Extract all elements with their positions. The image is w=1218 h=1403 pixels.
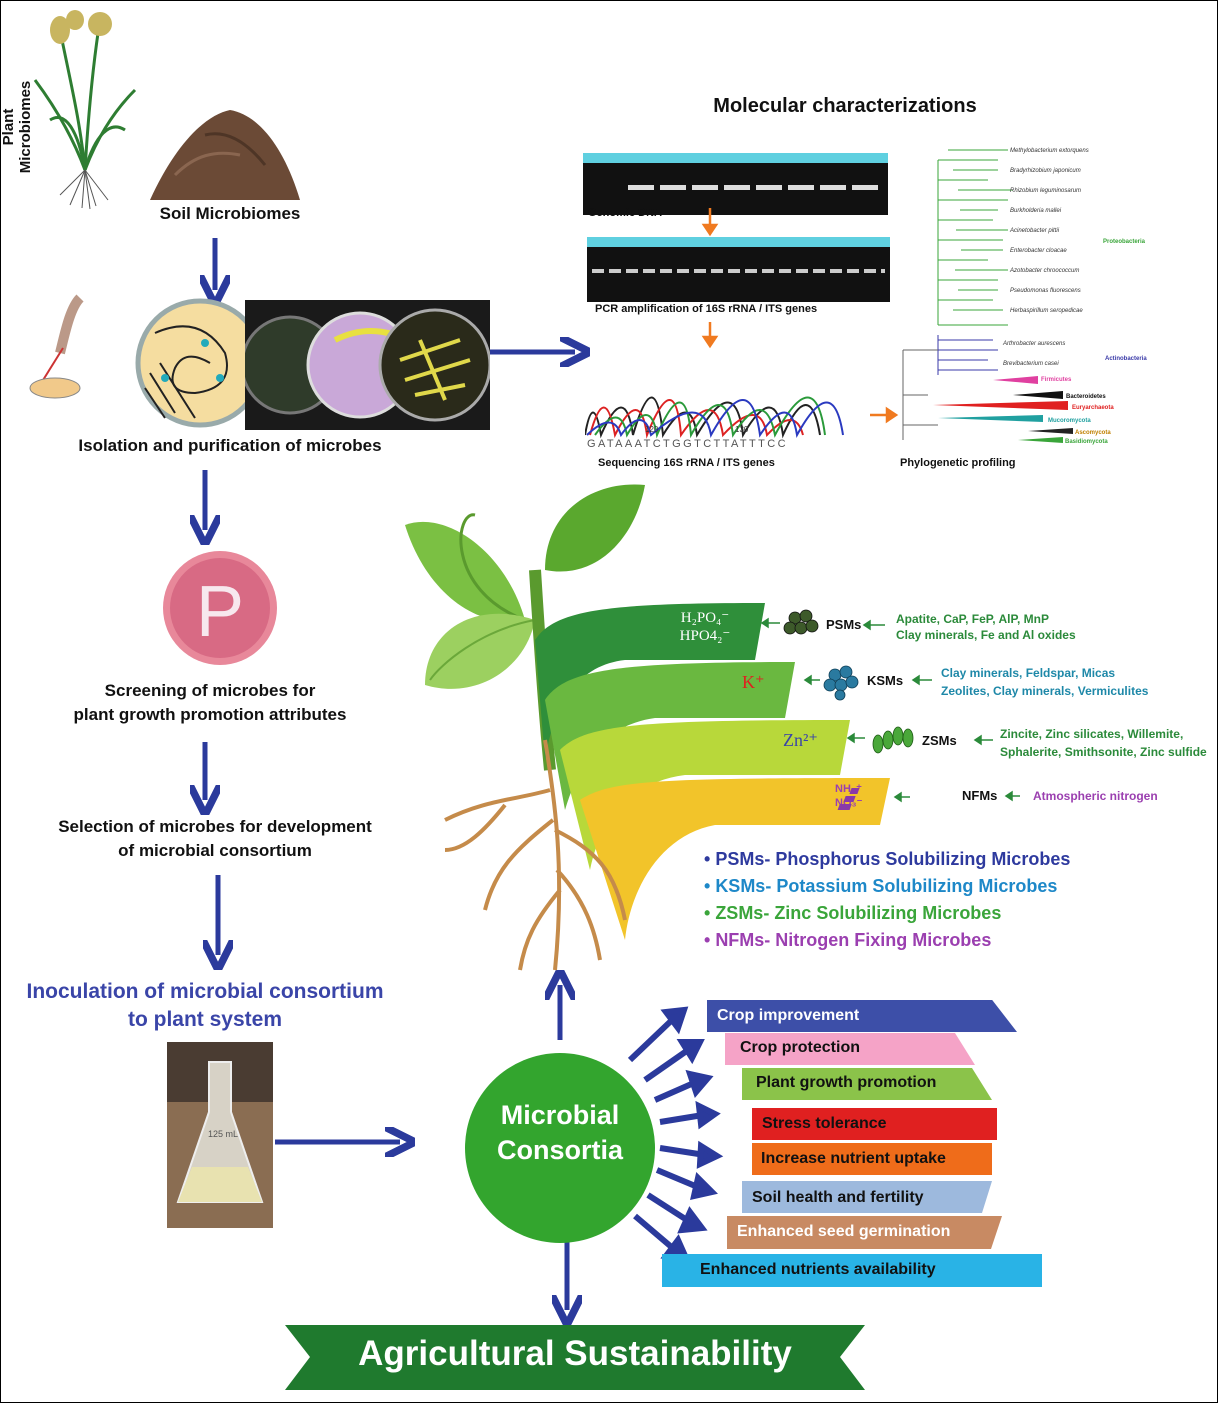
sustainability-banner-shape xyxy=(285,1325,865,1390)
petri-dish-photos xyxy=(245,300,490,430)
plant-roots xyxy=(444,739,627,971)
isolation-label: Isolation and purification of microbes xyxy=(78,436,382,455)
legend-ksm: • KSMs- Potassium Solubilizing Microbes xyxy=(704,876,1058,896)
ion-ksm: K⁺ xyxy=(742,672,765,692)
sequence-text: GATAAATCTGGTCTTATTTCC xyxy=(587,438,788,450)
pcr-gel xyxy=(587,237,890,302)
phylogenetic-tree: Methylobacterium extorquens Bradyrhizobi… xyxy=(902,148,1147,445)
inoculation-label: Inoculation of microbial consortium to p… xyxy=(5,978,405,1034)
benefit-crop-protection: Crop protection xyxy=(725,1033,975,1065)
screening-plate: P xyxy=(163,551,277,665)
svg-text:Burkholderia mallei: Burkholderia mallei xyxy=(1010,208,1062,214)
psm-cluster xyxy=(783,609,819,635)
leaf-right xyxy=(545,484,645,572)
microbe-zsm-label: ZSMs xyxy=(922,733,957,748)
ion-zsm: Zn²⁺ xyxy=(783,730,818,750)
legend-zsm: • ZSMs- Zinc Solubilizing Microbes xyxy=(704,903,1002,923)
microbe-nfm-label: NFMs xyxy=(962,788,998,803)
svg-text:Herbaspirillum seropedicae: Herbaspirillum seropedicae xyxy=(1010,308,1083,314)
ksm-cluster xyxy=(823,665,859,701)
microbe-ksm-label: KSMs xyxy=(867,673,904,688)
benefits-stack: Crop improvement Crop protection Plant g… xyxy=(652,998,1047,1288)
microbe-legend: • PSMs- Phosphorus Solubilizing Microbes… xyxy=(704,846,1070,954)
consortia-label: Microbial Consortia xyxy=(496,1100,623,1165)
legend-psm: • PSMs- Phosphorus Solubilizing Microbes xyxy=(704,849,1071,869)
svg-text:Mucoromycota: Mucoromycota xyxy=(1048,418,1091,424)
screening-label: Screening of microbes for plant growth p… xyxy=(40,679,380,727)
selection-line1: Selection of microbes for development xyxy=(58,817,372,836)
leaf-lower xyxy=(425,613,535,689)
phylogenetic-label: Phylogenetic profiling xyxy=(900,457,1016,469)
sustainability-banner-text: Agricultural Sustainability xyxy=(358,1334,792,1373)
svg-text:Bradyrhizobium japonicum: Bradyrhizobium japonicum xyxy=(1010,168,1081,174)
flask-photo: 125 mL xyxy=(167,1042,273,1228)
screening-line1: Screening of microbes for xyxy=(104,681,316,700)
svg-text:Ascomycota: Ascomycota xyxy=(1075,430,1111,436)
ion-psm: H₂PO₄⁻ HPO4₂⁻ xyxy=(679,610,731,644)
pcr-label: PCR amplification of 16S rRNA / ITS gene… xyxy=(595,303,818,315)
svg-text:Pseudomonas fluorescens: Pseudomonas fluorescens xyxy=(1010,288,1081,294)
microbe-icons xyxy=(760,609,914,810)
benefit-stress-tolerance: Stress tolerance xyxy=(752,1108,997,1140)
soil-pile-illustration xyxy=(150,110,300,200)
band-nfm xyxy=(580,778,890,940)
inoculation-line2: to plant system xyxy=(127,1008,283,1031)
svg-text:125 mL: 125 mL xyxy=(208,1129,238,1139)
band-ksm xyxy=(545,662,795,810)
source-zsm: Zincite, Zinc silicates, Willemite, Spha… xyxy=(1000,727,1207,759)
svg-text:Methylobacterium extorquens: Methylobacterium extorquens xyxy=(1010,148,1089,154)
inoculation-line1: Inoculation of microbial consortium xyxy=(26,980,384,1003)
svg-text:130: 130 xyxy=(735,425,749,434)
consortia-circle xyxy=(465,1053,655,1243)
svg-text:Firmicutes: Firmicutes xyxy=(1041,377,1072,383)
selection-label: Selection of microbes for development of… xyxy=(20,815,410,863)
svg-text:Euryarchaeota: Euryarchaeota xyxy=(1072,405,1114,411)
band-psm xyxy=(535,603,765,760)
source-psm: Apatite, CaP, FeP, AlP, MnP Clay mineral… xyxy=(896,612,1076,642)
svg-text:Bacteroidetes: Bacteroidetes xyxy=(1066,394,1106,400)
genomic-dna-label: Genomic DNA xyxy=(588,207,662,219)
molecular-arrows xyxy=(701,208,899,424)
zsm-cluster xyxy=(872,726,914,754)
plant-illustration xyxy=(405,484,890,971)
sequence-chromatogram: 120 130 GATAAATCTGGTCTTATTTCC xyxy=(585,396,844,450)
svg-text:Arthrobacter aurescens: Arthrobacter aurescens xyxy=(1002,341,1065,347)
selection-line2: of microbial consortium xyxy=(118,841,312,860)
leaf-left xyxy=(405,521,525,622)
svg-text:Brevibacterium casei: Brevibacterium casei xyxy=(1003,361,1059,367)
streak-plate-diagram xyxy=(29,294,245,428)
svg-text:Basidiomycota: Basidiomycota xyxy=(1065,439,1108,445)
nfm-cluster xyxy=(837,788,860,810)
legend-nfm: • NFMs- Nitrogen Fixing Microbes xyxy=(704,930,992,950)
source-ksm: Clay minerals, Feldspar, Micas Zeolites,… xyxy=(941,666,1149,698)
screening-line2: plant growth promotion attributes xyxy=(73,705,347,724)
genomic-dna-gel xyxy=(583,153,888,215)
svg-text:Rhizobium leguminosarum: Rhizobium leguminosarum xyxy=(1010,188,1081,194)
band-zsm xyxy=(560,720,850,870)
benefit-nutrient-uptake: Increase nutrient uptake xyxy=(752,1143,992,1175)
svg-text:Proteobacteria: Proteobacteria xyxy=(1103,239,1146,245)
benefit-seed-germination: Enhanced seed germination xyxy=(727,1216,1002,1249)
microbe-psm-label: PSMs xyxy=(826,617,862,632)
svg-text:Azotobacter chroococcum: Azotobacter chroococcum xyxy=(1009,268,1079,274)
benefit-crop-improvement: Crop improvement xyxy=(707,1000,1017,1032)
svg-text:Acinetobacter pittii: Acinetobacter pittii xyxy=(1009,228,1060,234)
svg-text:Enterobacter cloacae: Enterobacter cloacae xyxy=(1010,248,1067,254)
svg-text:120: 120 xyxy=(645,425,659,434)
sequencing-label: Sequencing 16S rRNA / ITS genes xyxy=(598,457,775,469)
benefit-nutrients-availability: Enhanced nutrients availability xyxy=(662,1254,1042,1287)
svg-text:Actinobacteria: Actinobacteria xyxy=(1105,356,1147,362)
soil-microbiomes-label: Soil Microbiomes xyxy=(159,204,301,223)
source-nfm: Atmospheric nitrogen xyxy=(1033,789,1158,803)
benefit-soil-health: Soil health and fertility xyxy=(742,1181,992,1213)
plate-letter: P xyxy=(196,572,244,652)
source-arrows xyxy=(862,619,1020,802)
rice-plant-illustration xyxy=(33,10,137,210)
benefit-plant-growth: Plant growth promotion xyxy=(742,1068,992,1100)
molecular-title: Molecular characterizations xyxy=(713,95,977,117)
